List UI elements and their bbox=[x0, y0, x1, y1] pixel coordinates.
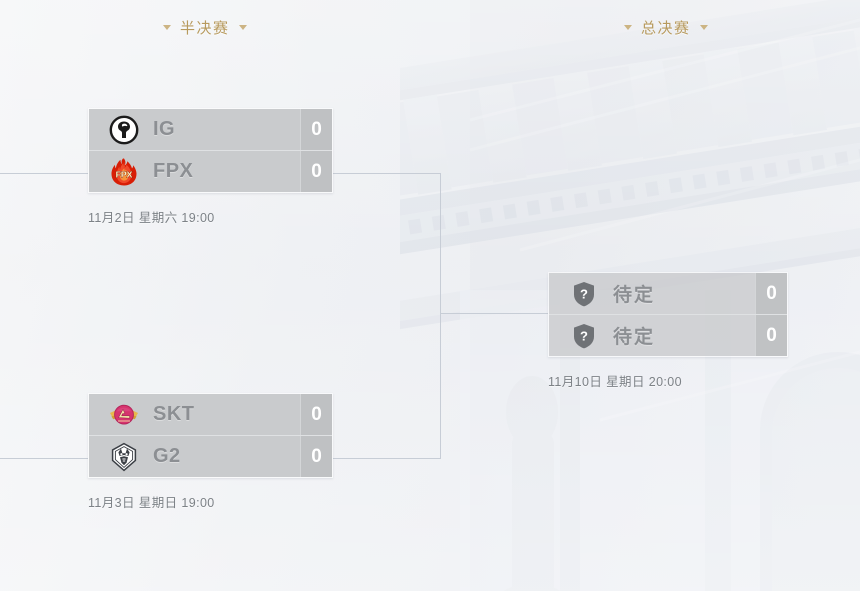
team-row[interactable]: FPX FPX 0 bbox=[89, 150, 332, 192]
match-datetime: 11月2日 星期六 19:00 bbox=[88, 211, 215, 225]
round-header-grandfinal: 总决赛 bbox=[624, 17, 708, 38]
team-score: 0 bbox=[300, 109, 332, 150]
bracket-line-in-semi1 bbox=[0, 173, 88, 174]
ornament-diamond-icon bbox=[163, 25, 171, 30]
team-row[interactable]: ? 待定 0 bbox=[549, 314, 787, 356]
ornament-diamond-icon bbox=[699, 25, 708, 30]
ornament-diamond-icon bbox=[624, 25, 632, 30]
match-datetime: 11月3日 星期日 19:00 bbox=[88, 496, 215, 510]
round-label-semifinal: 半决赛 bbox=[180, 20, 230, 37]
match-box[interactable]: IG 0 FPX FPX 0 bbox=[88, 108, 333, 193]
ornament-diamond-icon bbox=[238, 25, 247, 30]
match-datetime: 11月10日 星期日 20:00 bbox=[548, 375, 683, 389]
skt-logo-icon bbox=[109, 400, 139, 430]
team-score: 0 bbox=[300, 394, 332, 435]
round-label-grandfinal: 总决赛 bbox=[641, 20, 691, 37]
bracket-line-out-semi2 bbox=[333, 458, 441, 459]
team-score: 0 bbox=[755, 315, 787, 356]
team-row[interactable]: G2 0 bbox=[89, 435, 332, 477]
match-card-grandfinal[interactable]: ? 待定 0 ? 待定 0 11月10日 星期日 20:00 bbox=[548, 272, 788, 390]
svg-text:?: ? bbox=[580, 328, 588, 343]
team-row[interactable]: IG 0 bbox=[89, 109, 332, 150]
team-name: SKT bbox=[153, 403, 195, 425]
match-box[interactable]: ? 待定 0 ? 待定 0 bbox=[548, 272, 788, 357]
tbd-shield-icon: ? bbox=[569, 321, 599, 351]
bracket-line-out-semi1 bbox=[333, 173, 441, 174]
svg-text:?: ? bbox=[580, 286, 588, 301]
team-name: 待定 bbox=[613, 327, 656, 348]
bracket-line-to-final bbox=[440, 313, 548, 314]
match-card-semifinal-2[interactable]: SKT 0 G2 0 11 bbox=[88, 393, 333, 511]
tbd-shield-icon: ? bbox=[569, 279, 599, 309]
bracket-line-in-semi2 bbox=[0, 458, 88, 459]
match-box[interactable]: SKT 0 G2 0 bbox=[88, 393, 333, 478]
svg-text:FPX: FPX bbox=[116, 169, 133, 179]
team-row[interactable]: SKT 0 bbox=[89, 394, 332, 435]
team-name: G2 bbox=[153, 445, 181, 467]
team-score: 0 bbox=[755, 273, 787, 314]
fpx-logo-icon: FPX bbox=[109, 157, 139, 187]
team-name: 待定 bbox=[613, 285, 656, 306]
background-left-wash bbox=[0, 0, 470, 591]
match-card-semifinal-1[interactable]: IG 0 FPX FPX 0 11月2日 星期六 19:00 bbox=[88, 108, 333, 226]
g2-logo-icon bbox=[109, 442, 139, 472]
team-score: 0 bbox=[300, 151, 332, 192]
background-architecture-image bbox=[400, 0, 860, 591]
ig-logo-icon bbox=[109, 115, 139, 145]
team-score: 0 bbox=[300, 436, 332, 477]
team-row[interactable]: ? 待定 0 bbox=[549, 273, 787, 314]
round-header-semifinal: 半决赛 bbox=[163, 17, 247, 38]
bracket-line-vertical bbox=[440, 173, 441, 459]
team-name: FPX bbox=[153, 160, 194, 182]
team-name: IG bbox=[153, 118, 176, 140]
